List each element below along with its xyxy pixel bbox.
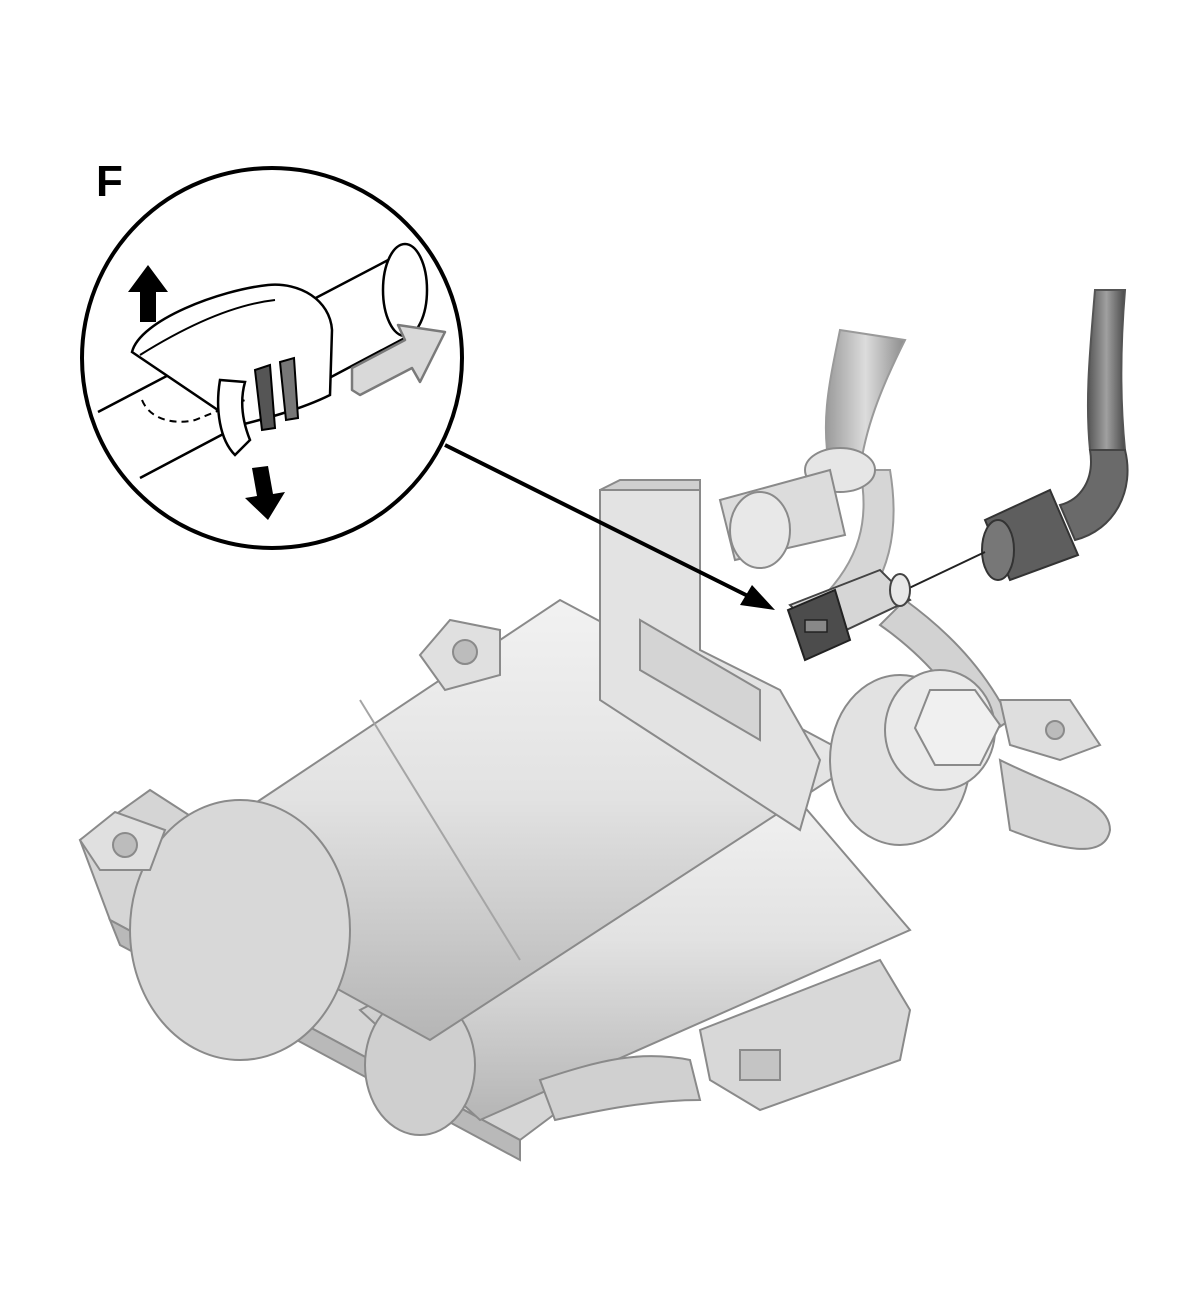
- push-direction-arrow-icon: [350, 323, 447, 397]
- callout-letter: F: [96, 157, 123, 206]
- down-arrow-icon: [245, 466, 285, 520]
- detail-callout: [80, 166, 464, 550]
- mount-ear-top: [418, 618, 501, 692]
- up-arrow-icon: [128, 265, 168, 322]
- quick-connector: [786, 568, 912, 662]
- mount-ear-left: [78, 810, 167, 871]
- detail-retainer-clip: [130, 283, 334, 457]
- leader-line: [444, 443, 775, 610]
- filter-body: [78, 479, 1112, 1162]
- upper-hoses: [718, 289, 1129, 742]
